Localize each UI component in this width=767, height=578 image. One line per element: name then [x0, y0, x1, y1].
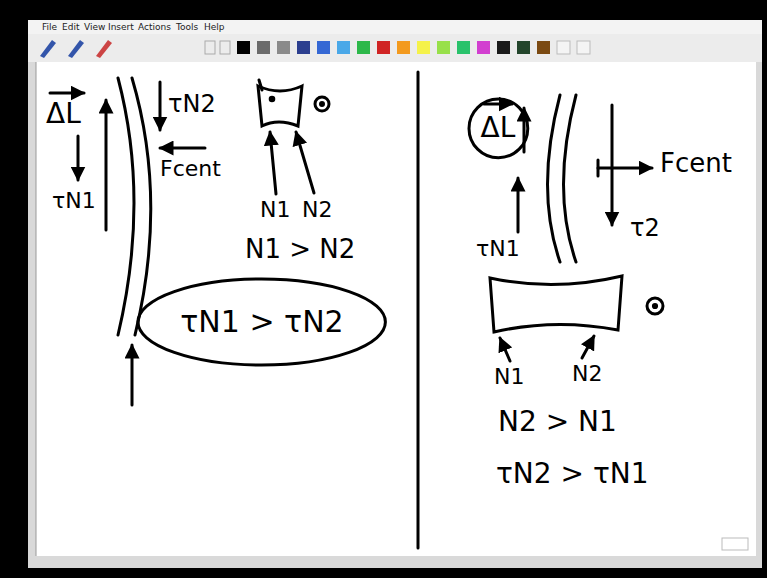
window-frame: [28, 20, 762, 568]
out-of-page-symbol: [647, 298, 663, 314]
out-of-page-symbol: [315, 97, 329, 111]
normal-arrow: [500, 338, 510, 361]
string-curve: [118, 78, 134, 335]
swatch: [357, 41, 370, 54]
page-indicator: [722, 538, 748, 550]
symbol-label: ΔL: [46, 100, 81, 128]
out-of-page-dot: [653, 304, 656, 307]
vector-arrow: [50, 92, 84, 95]
format-button: [205, 41, 215, 54]
eraser-icon: [96, 40, 112, 58]
force-label: N2: [572, 363, 602, 385]
string-element: [490, 276, 622, 332]
string-curve: [132, 78, 151, 335]
pen-icon: [68, 40, 84, 58]
force-label: N1: [494, 366, 524, 388]
tension-arrow: [517, 178, 520, 232]
circled-result: τN1 > τN2: [136, 277, 387, 367]
pen-icon: [40, 40, 56, 58]
menu-item: Tools: [176, 23, 198, 32]
swatch: [377, 41, 390, 54]
circled-symbol: ΔL: [467, 97, 530, 160]
tension-arrow: [611, 105, 614, 225]
swatch: [577, 41, 590, 54]
string-curve: [548, 95, 561, 262]
centripetal-arrow: [160, 147, 205, 150]
menu-item: View: [84, 23, 105, 32]
node-text: τN1 > τN2: [180, 307, 343, 337]
force-label: Fcent: [660, 150, 732, 176]
normal-arrow: [582, 336, 594, 358]
swatch: [237, 41, 250, 54]
inequality-note: N2 > N1: [498, 408, 617, 436]
swatch: [517, 41, 530, 54]
vector-arrow: [484, 103, 512, 106]
force-arrow: [105, 100, 108, 230]
force-label: N2: [302, 199, 332, 221]
swatch: [497, 41, 510, 54]
inequality-note: N1 > N2: [245, 236, 355, 262]
menu-item: Help: [204, 23, 225, 32]
normal-arrow: [296, 132, 314, 193]
hand-drawn-ring: [469, 99, 528, 158]
menu-item: Edit: [62, 23, 79, 32]
swatch: [437, 41, 450, 54]
force-label: N1: [260, 199, 290, 221]
swatch: [417, 41, 430, 54]
hand-drawn-ring: [138, 279, 385, 365]
out-of-page-dot: [321, 103, 324, 106]
color-swatches: [237, 41, 590, 54]
swatch: [257, 41, 270, 54]
swatch: [457, 41, 470, 54]
inequality-note: τN2 > τN1: [496, 460, 649, 488]
string-curve: [564, 95, 577, 262]
force-label: Fcent: [160, 158, 221, 180]
force-arrow: [131, 345, 134, 405]
normal-arrow: [270, 132, 276, 194]
dot: [270, 97, 274, 101]
pen-tools: [40, 40, 230, 58]
app-window: [28, 20, 762, 568]
format-button: [220, 41, 230, 54]
centripetal-arrow: [598, 167, 652, 170]
menu-item: Insert: [108, 23, 134, 32]
swatch: [537, 41, 550, 54]
tool-bar: [28, 34, 762, 62]
menu-item: File: [42, 23, 57, 32]
swatch: [397, 41, 410, 54]
menu-item: Actions: [138, 23, 171, 32]
force-arrow: [77, 136, 80, 180]
writing-area: [36, 62, 756, 556]
tension-arrow: [159, 82, 162, 130]
symbol-label: τN2: [168, 92, 216, 116]
divider-line: [417, 72, 420, 548]
swatch: [317, 41, 330, 54]
symbol-label: τN1: [476, 238, 520, 260]
swatch: [337, 41, 350, 54]
symbol-label: τ2: [630, 216, 660, 240]
page-edge: [36, 62, 37, 556]
symbol-label: τN1: [52, 190, 96, 212]
tick-mark: [259, 80, 262, 90]
swatch: [277, 41, 290, 54]
swatch: [557, 41, 570, 54]
menu-bar: [28, 20, 762, 34]
tick-mark: [597, 160, 600, 176]
node-text: ΔL: [481, 114, 516, 142]
swatch: [297, 41, 310, 54]
string-element: [258, 86, 302, 126]
swatch: [477, 41, 490, 54]
